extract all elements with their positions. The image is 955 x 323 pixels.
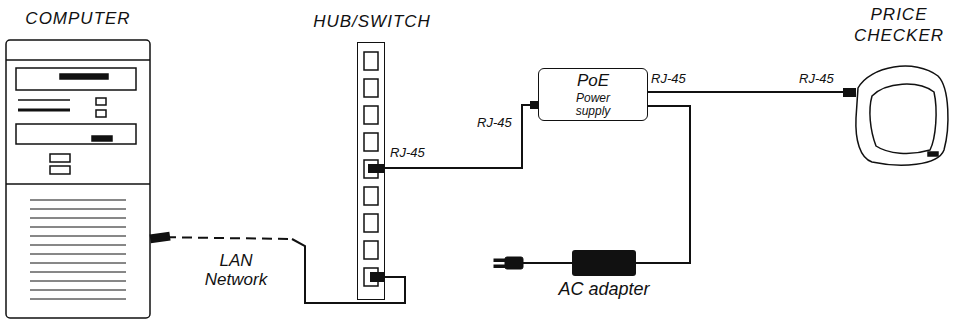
cable-segment (150, 237, 292, 239)
device-label: PRICE CHECKER (844, 4, 954, 47)
ac-adapter: AC adapter (572, 250, 636, 276)
grille-line (30, 218, 126, 219)
ac-plug (494, 257, 572, 269)
grille-line (30, 209, 126, 210)
cable-segment (385, 105, 538, 168)
device-label: COMPUTER (6, 10, 150, 29)
port (364, 214, 378, 232)
computer: COMPUTER (6, 40, 150, 318)
vent-grille (30, 200, 126, 299)
port (364, 106, 378, 124)
cable (636, 106, 690, 263)
connector-label: RJ-45 (389, 146, 426, 160)
port (364, 52, 378, 70)
port (364, 187, 378, 205)
port (364, 79, 378, 97)
device-label: HUB/SWITCH (297, 13, 447, 32)
price-checker: PRICE CHECKER (856, 62, 948, 166)
connector-label: RJ-45 (650, 72, 687, 86)
grille-line (30, 236, 126, 237)
grille-line (30, 263, 126, 264)
box-title: PoE (539, 72, 647, 91)
grille-line (30, 245, 126, 246)
cable (648, 92, 856, 93)
cable (385, 105, 538, 168)
grille-line (30, 200, 126, 201)
box-subtitle: Power supply (568, 92, 618, 118)
grille-line (30, 290, 126, 291)
grille-line (30, 254, 126, 255)
connector-label: RJ-45 (476, 116, 513, 130)
grille-line (30, 299, 126, 300)
switch: HUB/SWITCH (357, 42, 385, 300)
port (364, 241, 378, 259)
device-label: AC adapter (539, 280, 669, 300)
grille-line (30, 227, 126, 228)
connector-label: RJ-45 (798, 72, 835, 86)
grille-line (30, 281, 126, 282)
edge-label: LAN Network (201, 252, 271, 289)
cable-segment (636, 106, 690, 263)
cable-segment (292, 239, 405, 303)
computer-tower (6, 40, 150, 318)
cable (150, 237, 405, 303)
grille-line (30, 272, 126, 273)
cable-segment (648, 91, 856, 93)
price-checker-device (856, 66, 948, 165)
poe-power-supply: PoEPower supply (538, 68, 648, 121)
port (364, 133, 378, 151)
